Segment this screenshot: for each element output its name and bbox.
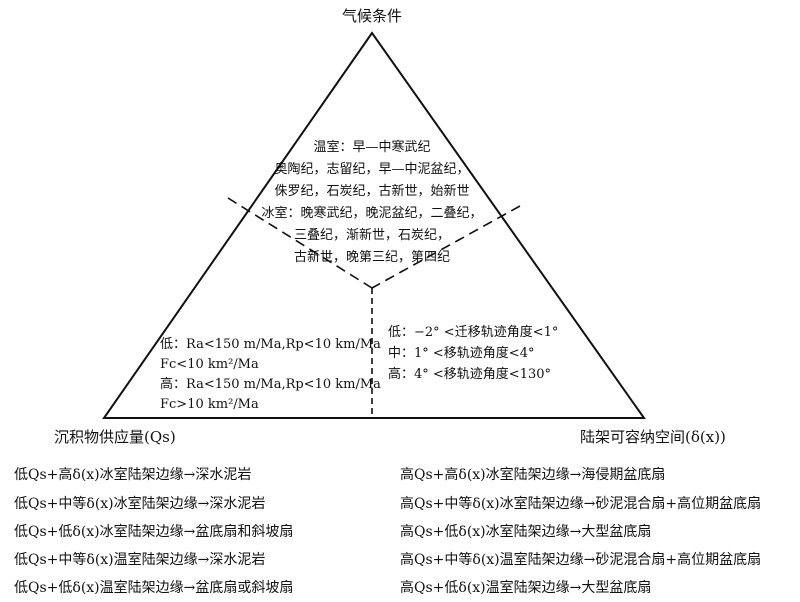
list-item: 低Qs+中等δ(x)温室陆架边缘→深水泥岩 [14, 552, 266, 568]
vertex-label-sediment-supply: 沉积物供应量(Qs) [54, 428, 176, 446]
climate-line: 温室：早—中寒武纪 [313, 140, 431, 155]
space-line: 中：1° <移轨迹角度<4° [388, 346, 535, 361]
supply-line: 高：Ra<150 m/Ma,Rp<10 km/Ma [160, 377, 381, 392]
climate-line: 三叠纪，渐新世，石炭纪， [293, 228, 451, 243]
climate-line: 冰室：晚寒武纪，晚泥盆纪，二叠纪， [261, 206, 483, 221]
list-item: 高Qs+中等δ(x)冰室陆架边缘→砂泥混合扇+高位期盆底扇 [400, 496, 762, 512]
list-item: 低Qs+中等δ(x)冰室陆架边缘→深水泥岩 [14, 496, 266, 512]
supply-line: 低：Ra<150 m/Ma,Rp<10 km/Ma [160, 337, 381, 352]
space-line: 高：4° <移轨迹角度<130° [388, 367, 552, 382]
triangle-outline [102, 31, 646, 419]
vertex-label-accommodation-space: 陆架可容纳空间(δ(x)) [580, 428, 726, 446]
climate-line: 奥陶纪，志留纪，早—中泥盆纪， [274, 162, 470, 177]
divider-left-dashed [227, 197, 373, 289]
supply-line: Fc>10 km²/Ma [160, 397, 259, 412]
list-item: 高Qs+低δ(x)冰室陆架边缘→大型盆底扇 [400, 524, 652, 540]
list-item: 低Qs+高δ(x)冰室陆架边缘→深水泥岩 [14, 467, 252, 483]
list-item: 高Qs+高δ(x)冰室陆架边缘→海侵期盆底扇 [400, 467, 666, 483]
climate-line: 古新世，晚第三纪，第四纪 [293, 250, 451, 265]
space-line: 低：−2° <迁移轨迹角度<1° [388, 325, 559, 340]
list-item: 高Qs+低δ(x)温室陆架边缘→大型盆底扇 [400, 580, 652, 596]
list-item: 低Qs+低δ(x)冰室陆架边缘→盆底扇和斜坡扇 [14, 524, 294, 540]
divider-right-dashed [371, 205, 521, 289]
list-item: 低Qs+低δ(x)温室陆架边缘→盆底扇或斜坡扇 [14, 580, 294, 596]
list-item: 高Qs+中等δ(x)温室陆架边缘→砂泥混合扇+高位期盆底扇 [400, 552, 762, 568]
vertex-label-climate: 气候条件 [341, 7, 403, 25]
supply-line: Fc<10 km²/Ma [160, 357, 259, 372]
climate-line: 侏罗纪，石炭纪，古新世，始新世 [274, 184, 470, 199]
